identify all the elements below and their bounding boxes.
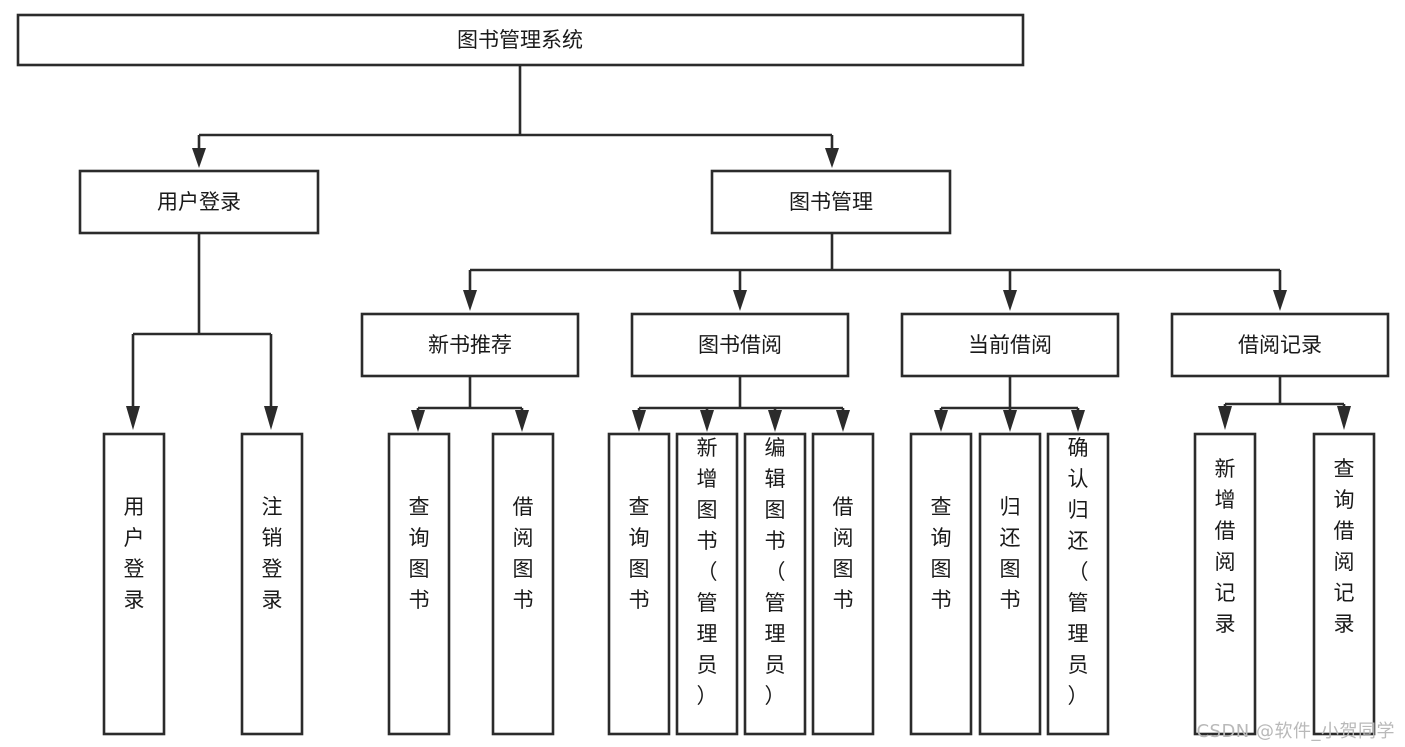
leaf-node-borrow-book-label: 借阅图书 [833,495,854,612]
leaf-node-edit-book[interactable]: 编辑图书（管理员） [743,432,807,736]
node-current-borrow[interactable]: 当前借阅 [900,312,1120,378]
arrow-current-borrow-leaf3 [1071,410,1085,432]
arrow-book-borrow-leaf1 [632,410,646,432]
node-book-manage-label: 图书管理 [789,190,873,214]
node-new-book-recommend-label: 新书推荐 [428,333,512,357]
leaf-node-add-record[interactable]: 新增借阅记录 [1193,432,1257,736]
leaf-node-edit-book-box[interactable] [743,432,807,736]
connector-layer [126,66,1351,432]
arrow-current-borrow-leaf1 [934,410,948,432]
arrow-book-borrow-leaf3 [768,410,782,432]
leaf-node-borrow-book[interactable]: 借阅图书 [811,432,875,736]
node-user-login-label: 用户登录 [157,190,241,214]
leaf-node-query-record-label: 查询借阅记录 [1334,457,1355,636]
leaf-node-add-book-label: 新增图书（管理员） [697,436,718,708]
leaf-node-return-book-label: 归还图书 [1000,495,1021,612]
node-new-book-recommend[interactable]: 新书推荐 [360,312,580,378]
arrow-book-borrow-leaf2 [700,410,714,432]
arrow-current-borrow-leaf2 [1003,410,1017,432]
leaf-node-return-book-box[interactable] [978,432,1042,736]
node-root-label: 图书管理系统 [457,28,583,52]
leaf-node-confirm-return[interactable]: 确认归还（管理员） [1046,432,1110,736]
arrow-borrow-record-leaf1 [1218,406,1232,430]
node-borrow-record-box[interactable] [1170,312,1390,378]
leaf-node-borrow-query-box[interactable] [607,432,671,736]
node-root[interactable]: 图书管理系统 [16,13,1025,67]
leaf-node-user-login-label: 用户登录 [124,495,145,612]
arrow-borrow-record-leaf2 [1337,406,1351,430]
arrow-to-borrow-record [1273,290,1287,311]
leaf-node-borrow-book-box[interactable] [811,432,875,736]
leaf-node-borrow-query[interactable]: 查询图书 [607,432,671,736]
node-book-borrow[interactable]: 图书借阅 [630,312,850,378]
leaf-node-new-book-borrow-box[interactable] [491,432,555,736]
arrow-to-new-book [463,290,477,311]
node-borrow-record[interactable]: 借阅记录 [1170,312,1390,378]
leaf-node-current-query[interactable]: 查询图书 [909,432,973,736]
leaf-node-borrow-query-label: 查询图书 [629,495,650,612]
leaf-node-new-book-query[interactable]: 查询图书 [387,432,451,736]
leaf-node-user-login[interactable]: 用户登录 [102,432,166,736]
leaf-node-logout-label: 注销登录 [262,495,283,612]
leaf-node-new-book-query-label: 查询图书 [409,495,430,612]
leaf-node-confirm-return-label: 确认归还（管理员） [1068,436,1089,708]
leaf-node-confirm-return-box[interactable] [1046,432,1110,736]
arrow-to-book-manage [825,148,839,168]
node-user-login[interactable]: 用户登录 [78,169,320,235]
arrow-leaf-logout [264,406,278,430]
node-root-box[interactable] [16,13,1025,67]
node-user-login-box[interactable] [78,169,320,235]
leaf-node-query-record[interactable]: 查询借阅记录 [1312,432,1376,736]
arrow-leaf-user-login [126,406,140,430]
leaf-node-new-book-borrow-label: 借阅图书 [513,495,534,612]
leaf-node-new-book-borrow[interactable]: 借阅图书 [491,432,555,736]
leaf-node-new-book-query-box[interactable] [387,432,451,736]
arrow-new-book-leaf2 [515,410,529,432]
leaf-node-logout[interactable]: 注销登录 [240,432,304,736]
node-book-borrow-box[interactable] [630,312,850,378]
node-book-borrow-label: 图书借阅 [698,333,782,357]
leaf-node-add-book-box[interactable] [675,432,739,736]
arrow-new-book-leaf1 [411,410,425,432]
leaf-node-edit-book-label: 编辑图书（管理员） [765,436,786,708]
leaf-node-current-query-label: 查询图书 [931,495,952,612]
arrow-book-borrow-leaf4 [836,410,850,432]
leaf-node-add-book[interactable]: 新增图书（管理员） [675,432,739,736]
leaf-node-user-login-box[interactable] [102,432,166,736]
leaf-node-logout-box[interactable] [240,432,304,736]
node-borrow-record-label: 借阅记录 [1238,333,1322,357]
leaf-node-query-record-box[interactable] [1312,432,1376,736]
node-current-borrow-box[interactable] [900,312,1120,378]
arrow-to-book-borrow [733,290,747,311]
node-current-borrow-label: 当前借阅 [968,333,1052,357]
arrow-to-user-login [192,148,206,168]
leaf-node-add-record-box[interactable] [1193,432,1257,736]
arrow-to-current-borrow [1003,290,1017,311]
leaf-node-return-book[interactable]: 归还图书 [978,432,1042,736]
node-book-manage-box[interactable] [710,169,952,235]
leaf-node-current-query-box[interactable] [909,432,973,736]
node-book-manage[interactable]: 图书管理 [710,169,952,235]
leaf-node-add-record-label: 新增借阅记录 [1215,457,1236,636]
node-new-book-recommend-box[interactable] [360,312,580,378]
